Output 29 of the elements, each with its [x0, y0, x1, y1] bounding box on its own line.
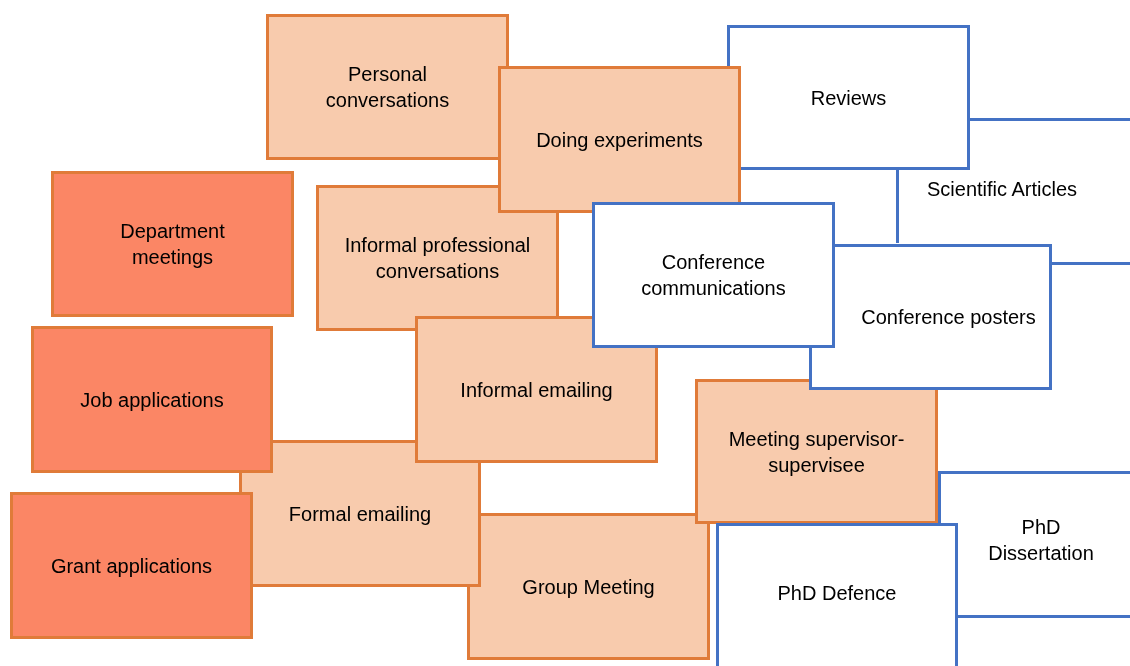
box-label: Grant applications — [50, 553, 213, 579]
box-label: Informal professional conversations — [343, 233, 532, 284]
box-label: Doing experiments — [536, 127, 703, 153]
activity-box — [10, 492, 253, 639]
activity-box — [467, 513, 710, 660]
box-label: PhD Dissertation — [987, 515, 1095, 566]
activity-box — [31, 326, 273, 473]
box-label: Informal emailing — [460, 377, 613, 403]
box-label: Group Meeting — [522, 574, 655, 600]
document-box — [592, 202, 835, 348]
activity-box — [51, 171, 294, 317]
document-box — [716, 523, 958, 666]
box-label: Job applications — [80, 387, 224, 413]
box-label: Meeting supervisor-supervisee — [727, 426, 906, 478]
box-label: Formal emailing — [288, 501, 432, 527]
activity-box — [415, 316, 658, 463]
document-box — [938, 471, 1130, 618]
box-label: Conference communications — [640, 250, 787, 301]
document-box — [809, 244, 1052, 390]
activity-box — [695, 379, 938, 524]
box-label: Conference posters — [861, 305, 1036, 330]
activity-box — [266, 14, 509, 160]
box-label: Personal conversations — [324, 62, 451, 113]
box-label: Scientific Articles — [927, 177, 1078, 202]
box-label: Reviews — [810, 85, 887, 111]
activity-box — [498, 66, 741, 213]
box-label: PhD Defence — [777, 581, 897, 606]
document-box — [727, 25, 970, 170]
box-label: Department meetings — [119, 219, 226, 270]
